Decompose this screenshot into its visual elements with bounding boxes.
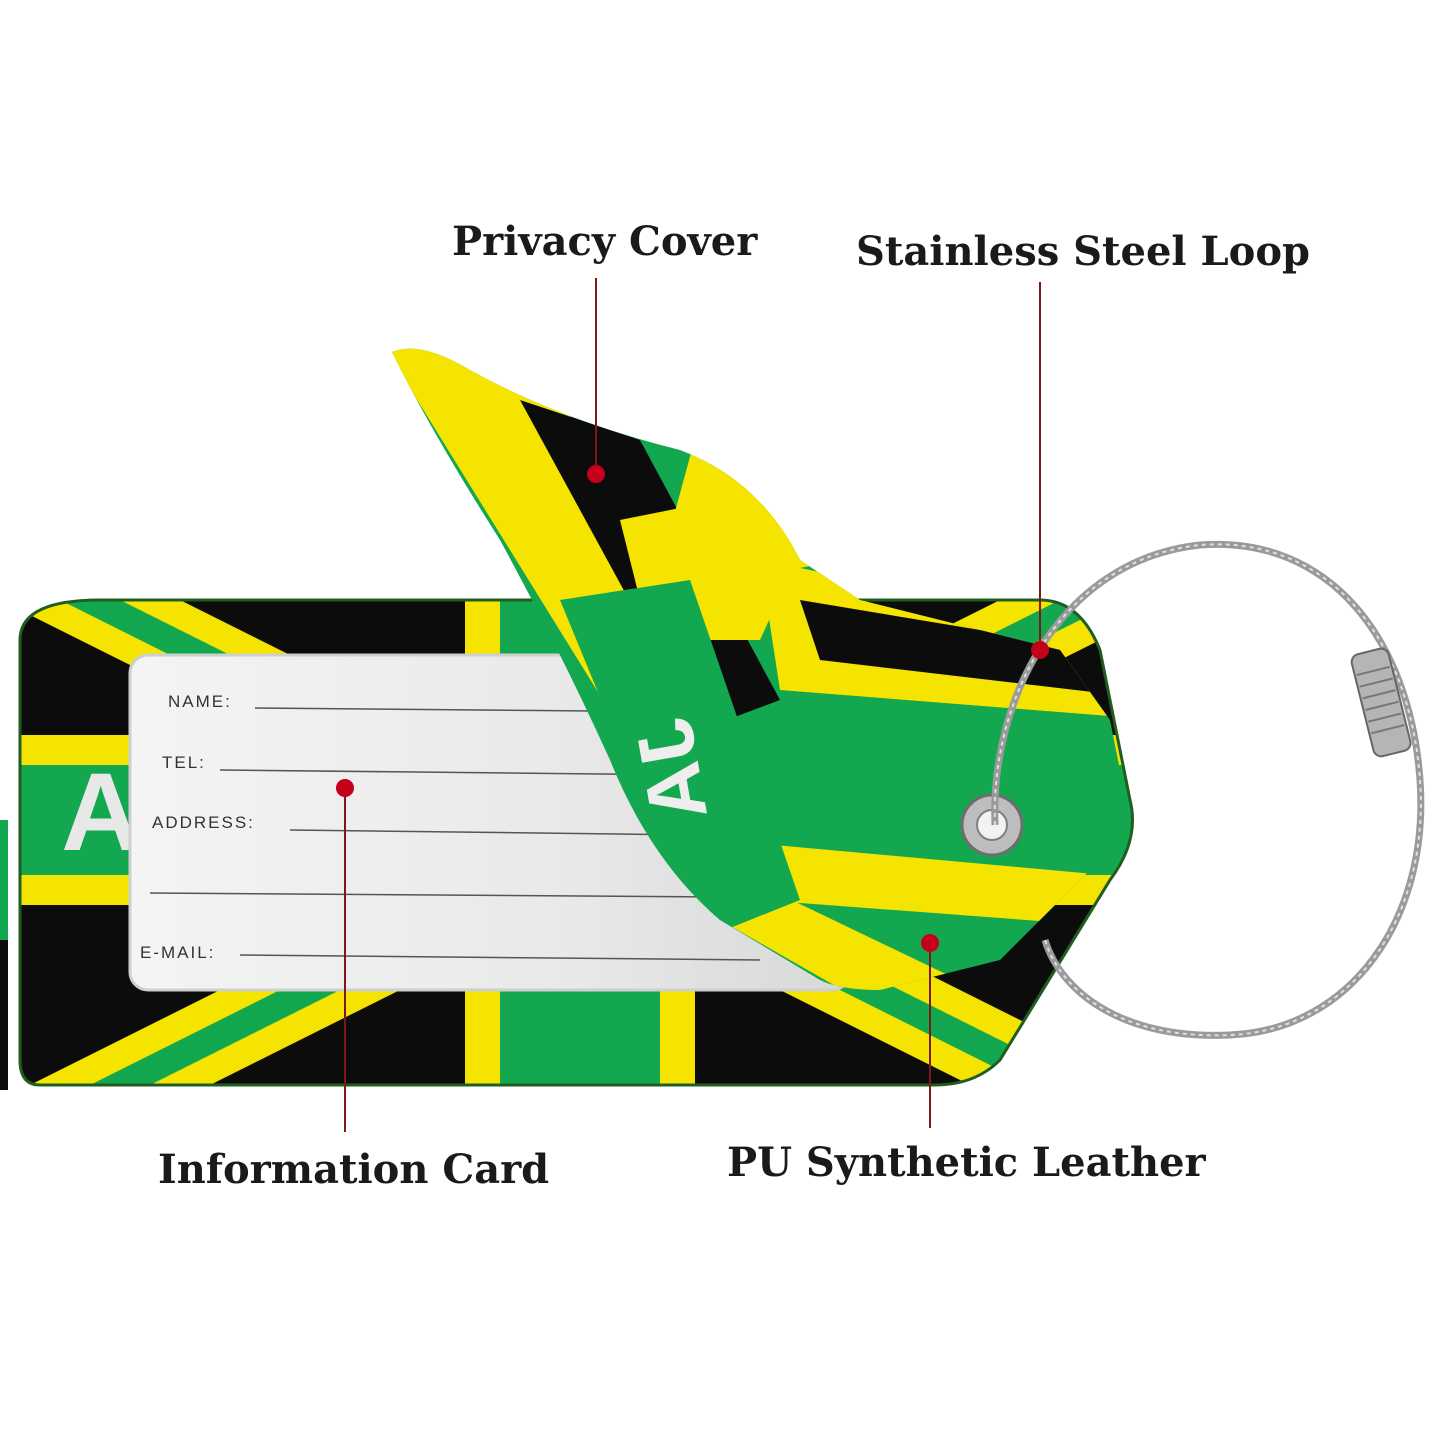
card-field-name: NAME: [168, 692, 232, 711]
callout-steel-loop [1031, 282, 1049, 659]
card-field-address: ADDRESS: [152, 813, 255, 832]
information-card-label: Information Card [158, 1146, 550, 1193]
edge-fragment-dark [0, 940, 8, 1090]
steel-wire-loop-icon [991, 540, 1425, 1039]
stainless-steel-loop-label: Stainless Steel Loop [856, 228, 1311, 275]
card-field-tel: TEL: [162, 753, 206, 772]
edge-fragment [0, 820, 8, 940]
callout-information-card [336, 779, 354, 1132]
callout-privacy-cover [587, 278, 605, 483]
pu-synthetic-leather-label: PU Synthetic Leather [727, 1139, 1206, 1186]
privacy-cover-label: Privacy Cover [452, 218, 758, 265]
card-field-email: E-MAIL: [140, 943, 215, 962]
cover-print-text: JA [619, 712, 724, 828]
callout-pu-leather [921, 934, 939, 1128]
tag-outline [18, 598, 1134, 1087]
